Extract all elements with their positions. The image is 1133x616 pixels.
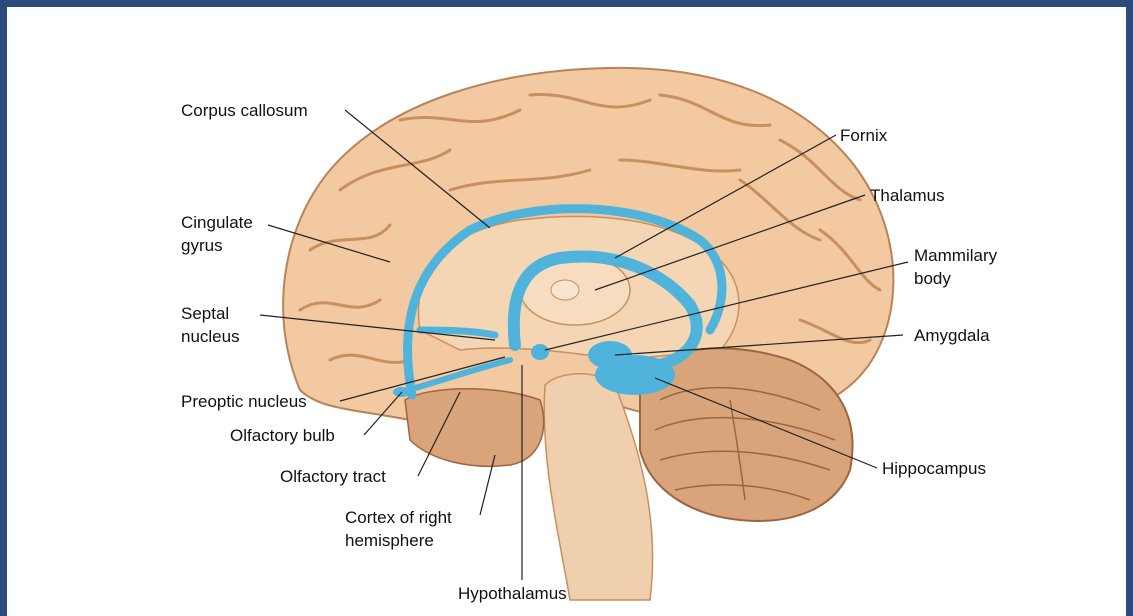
label-corpus-callosum: Corpus callosum: [181, 99, 308, 122]
label-mammillary-body: Mammilary body: [914, 244, 997, 290]
label-hypothalamus: Hypothalamus: [458, 582, 567, 605]
label-olfactory-bulb: Olfactory bulb: [230, 424, 335, 447]
label-septal-nucleus: Septal nucleus: [181, 302, 240, 348]
label-olfactory-tract: Olfactory tract: [280, 465, 386, 488]
label-preoptic-nucleus: Preoptic nucleus: [181, 390, 307, 413]
mammillary-shape: [531, 344, 549, 360]
hippocampus-shape: [595, 355, 675, 395]
label-thalamus: Thalamus: [870, 184, 945, 207]
label-amygdala: Amygdala: [914, 324, 990, 347]
label-hippocampus: Hippocampus: [882, 457, 986, 480]
temporal-lobe: [405, 389, 544, 467]
label-fornix: Fornix: [840, 124, 887, 147]
label-cingulate-gyrus: Cingulate gyrus: [181, 211, 253, 257]
label-cortex-right-hemisphere: Cortex of right hemisphere: [345, 506, 452, 552]
